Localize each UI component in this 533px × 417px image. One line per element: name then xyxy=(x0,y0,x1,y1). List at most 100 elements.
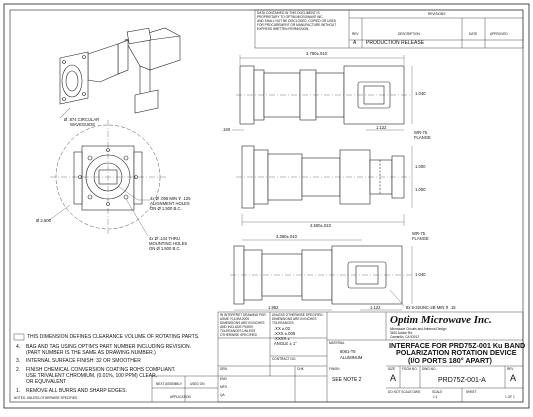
middle-view-dims xyxy=(241,146,413,241)
note-2-text-2: USE TRIVALENT CHROMIUM, (0.01%, 100 PPM)… xyxy=(26,373,158,379)
note-4-text: BAG AND TAG USING OPTIM'S PART NUMBER IN… xyxy=(26,344,191,350)
mounting-holes-callout-1: 4x Ø .144 THRU xyxy=(149,236,180,241)
dim-top-offset: .160 xyxy=(222,127,231,132)
sheet-label: SHEET xyxy=(466,390,477,394)
diameter-2500-label: Ø 2.500 xyxy=(36,218,51,223)
tol-left-4: AND INCLUDE FINISH xyxy=(220,325,253,329)
sheet-value: 1 OF 1 xyxy=(505,395,515,399)
next-assembly-label: NEXT ASSEMBLY xyxy=(156,382,183,386)
tapped-holes-callout: 8x 6-32UNC-2B MIN ⊽ .15 xyxy=(406,305,456,310)
note-2-number: 2. xyxy=(16,367,21,373)
drawing-title-2: POLARIZATION ROTATION DEVICE xyxy=(396,348,517,357)
application-label: APPLICATION xyxy=(170,395,191,399)
flange-mid-callout-1: WR-75 xyxy=(412,231,426,236)
company-sub-3: Camarillo, CA 93012 xyxy=(390,335,420,339)
tol-right-6: .XXXX ± xyxy=(274,336,290,341)
dim-mid-width: 4.500±.010 xyxy=(310,223,331,228)
dim-top-height: 1.040 xyxy=(415,91,426,96)
alignment-holes-callout-1: 4x Ø .096 MIN ⊽ .125 xyxy=(150,196,191,201)
note-4-text-2: (PART NUMBER IS THE SAME AS DRAWING NUMB… xyxy=(26,350,156,356)
material-line-2: ALUMINUM xyxy=(340,355,363,360)
scale-label: SCALE xyxy=(432,390,443,394)
middle-view xyxy=(236,145,412,209)
note-1-number: 1. xyxy=(16,388,21,394)
finish-label: FINISH xyxy=(329,367,340,371)
circular-waveguide-callout-1: Ø .874 CIRCULAR xyxy=(64,117,100,122)
cell-chk: CHK xyxy=(297,367,304,371)
top-view xyxy=(236,65,412,125)
approved-header: APPROVED xyxy=(490,32,508,36)
dim-bot-flange: 1.122 xyxy=(370,305,381,310)
finish-value: SEE NOTE 2 xyxy=(332,377,362,383)
alignment-holes-callout-2: ALIGNMENT HOLES xyxy=(150,201,190,206)
tol-left-3: DIMENSIONS ARE IN INCHES xyxy=(220,321,265,325)
note-clearance: THIS DIMENSION DEFINES CLEARANCE VOLUME … xyxy=(27,334,200,340)
notice-line-1: DATA CONTAINED IN THIS DOCUMENT IS xyxy=(257,11,320,15)
drawing-title-3: (I/O PORTS 180° APART) xyxy=(408,356,492,365)
tol-left-6: OTHERWISE SPECIFIED xyxy=(220,333,257,337)
cell-eng: ENG xyxy=(220,377,227,381)
drawing-number: PRD75Z-001-A xyxy=(438,377,486,384)
do-not-scale-label: DO NOT SCALE DWG xyxy=(388,390,421,394)
notice-line-4: FOR PROCUREMENT OR MANUFACTURE WITHOUT xyxy=(257,23,337,27)
note-3-number: 3. xyxy=(16,358,21,364)
dim-bot-width: 3.360±.010 xyxy=(276,234,297,239)
rev-label: REV xyxy=(507,367,514,371)
note-4-number: 4. xyxy=(16,344,21,350)
title-block-frame xyxy=(151,311,524,403)
isometric-view xyxy=(59,27,181,119)
revision-row-rev: A xyxy=(353,40,357,46)
flange-top-callout-1: WR-75 xyxy=(414,130,428,135)
notes-footer: NOTES: UNLESS OTHERWISE SPECIFIED xyxy=(14,396,78,400)
mounting-holes-callout-3: ON Ø 1.500 B.C. xyxy=(149,246,181,251)
company-sub-1: Microwave Circuits and Antenna Design xyxy=(390,327,447,331)
tol-left-2: ASME Y14.5M-2009 xyxy=(220,317,249,321)
date-header: DATE xyxy=(469,32,478,36)
tol-right-1: UNLESS OTHERWISE SPECIFIED: xyxy=(272,313,324,317)
top-view-dims xyxy=(232,55,413,131)
flange-top-callout-2: FLANGE xyxy=(414,135,431,140)
company-sub-2: 3620 Adobe Rd. xyxy=(390,331,413,335)
description-header: DESCRIPTION xyxy=(398,32,420,36)
notice-line-3: AND SHALL NOT BE DISCLOSED, COPIED OR US… xyxy=(257,19,336,23)
size-value: A xyxy=(390,373,397,383)
alignment-holes-callout-3: ON Ø 1.500 B.C. xyxy=(150,206,182,211)
tol-right-5: .XXX ±.005 xyxy=(274,331,296,336)
dim-mid-h1: 1.000 xyxy=(415,164,426,169)
drawing-title-1: INTERFACE FOR PRD75Z-001 Ku BAND xyxy=(389,341,526,350)
contract-label: CONTRACT NO. xyxy=(272,357,297,361)
bottom-view xyxy=(230,245,412,305)
note-2-text: FINISH CHEMICAL CONVERSION COATING ROHS … xyxy=(26,367,176,373)
dwg-no-label: DWG NO. xyxy=(422,367,437,371)
flange-mid-callout-2: FLANGE xyxy=(412,236,429,241)
notice-line-5: EXPRESS WRITTEN PERMISSION. xyxy=(257,27,310,31)
tol-left-1: IN INTERPRET DRAWING PER xyxy=(220,313,266,317)
clearance-symbol xyxy=(13,333,25,341)
dim-top-width: 3.750±.010 xyxy=(306,51,327,56)
dim-top-flange: 1.122 xyxy=(376,125,387,130)
tol-right-4: .XX ±.02 xyxy=(274,326,291,331)
note-2-text-3: OR EQUIVALENT xyxy=(26,379,67,385)
cell-qa: QA xyxy=(220,393,225,397)
note-1-text: REMOVE ALL BURRS AND SHARP EDGES. xyxy=(26,388,127,394)
outer-border xyxy=(3,3,530,409)
circular-waveguide-callout-2: WAVEGUIDE xyxy=(70,122,96,127)
dim-bot-left: 1.952 xyxy=(268,305,279,310)
tol-right-2: DIMENSIONS ARE IN INCHES xyxy=(272,317,317,321)
rev-header: REV xyxy=(352,32,359,36)
cell-drn: DRN xyxy=(220,367,227,371)
dim-mid-h2: 1.000 xyxy=(415,187,426,192)
revision-row-description: PRODUCTION RELEASE xyxy=(366,40,425,46)
company-name: Optim Microwave Inc. xyxy=(390,314,492,326)
size-label: SIZE xyxy=(388,367,396,371)
notice-line-2: PROPRIETARY TO OPTIM MICROWAVE INC. xyxy=(257,15,324,19)
mounting-holes-callout-2: MOUNTING HOLES xyxy=(149,241,188,246)
tol-right-7: ANGLE ± 1° xyxy=(274,341,297,346)
used-on-label: USED ON xyxy=(190,382,205,386)
scale-value: 1:1 xyxy=(433,395,438,399)
material-label: MATERIAL xyxy=(329,341,345,345)
tol-left-5: TOLERANCES UNLESS xyxy=(220,329,256,333)
tol-right-3: TOLERANCES: xyxy=(272,321,295,325)
